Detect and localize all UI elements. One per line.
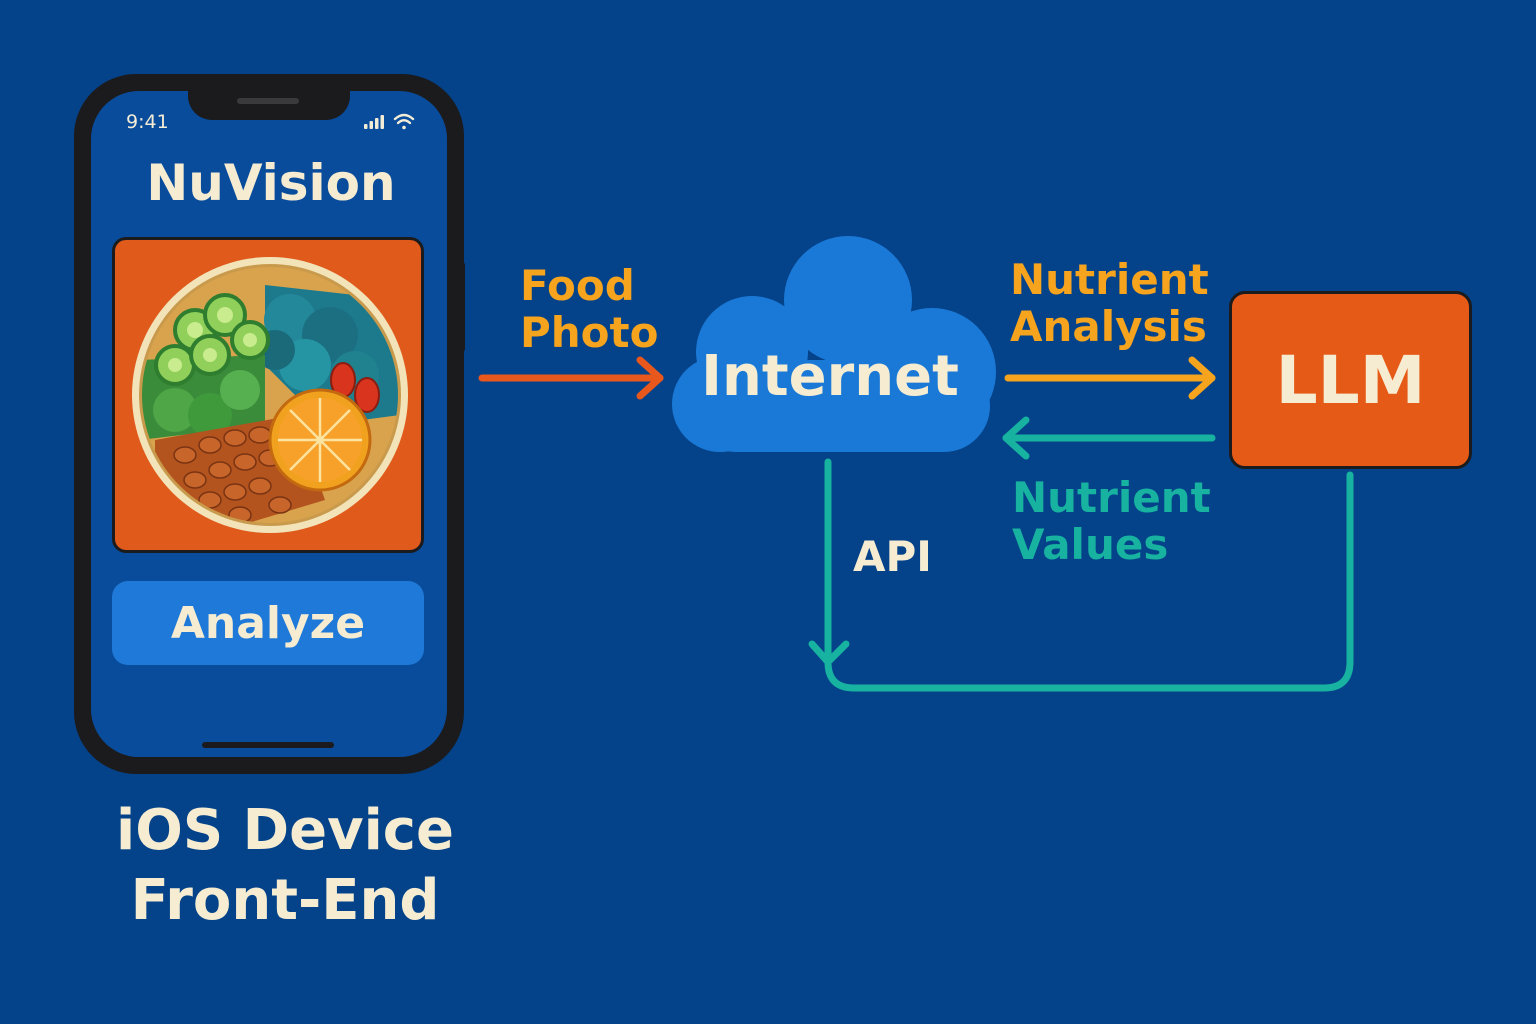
llm-box: LLM [1229,291,1472,469]
food-photo-label: Food Photo [520,262,658,356]
analyze-button[interactable]: Analyze [112,581,424,665]
food-photo-arrow [478,356,664,400]
food-bowl-icon [132,257,408,533]
api-label: API [853,532,932,581]
phone-side-button [460,262,465,352]
nutrient-values-arrow [1002,416,1216,460]
cloud-icon [672,236,996,452]
nutrient-analysis-arrow [1004,356,1216,400]
device-label-line2: Front-End [130,868,440,933]
nutrient-analysis-line2: Analysis [1010,302,1207,351]
wifi-icon [393,113,415,130]
device-label: iOS Device Front-End [90,796,480,936]
internet-label: Internet [701,344,959,409]
status-time: 9:41 [126,111,169,133]
api-loop-arrow [808,458,1354,692]
signal-icon [364,115,384,129]
food-photo-line1: Food [520,261,635,310]
phone-speaker [237,98,299,104]
nutrient-analysis-line1: Nutrient [1010,255,1209,304]
food-photo-line2: Photo [520,308,659,357]
home-indicator [202,742,334,748]
nutrient-analysis-label: Nutrient Analysis [1010,256,1209,350]
status-icons [364,112,418,136]
food-photo-card[interactable] [112,237,424,553]
nutrient-values-label: Nutrient Values [1012,474,1211,568]
device-label-line1: iOS Device [116,798,454,863]
phone-notch [188,74,350,120]
nutrient-values-line2: Values [1012,520,1169,569]
app-title: NuVision [146,154,396,212]
nutrient-values-line1: Nutrient [1012,473,1211,522]
